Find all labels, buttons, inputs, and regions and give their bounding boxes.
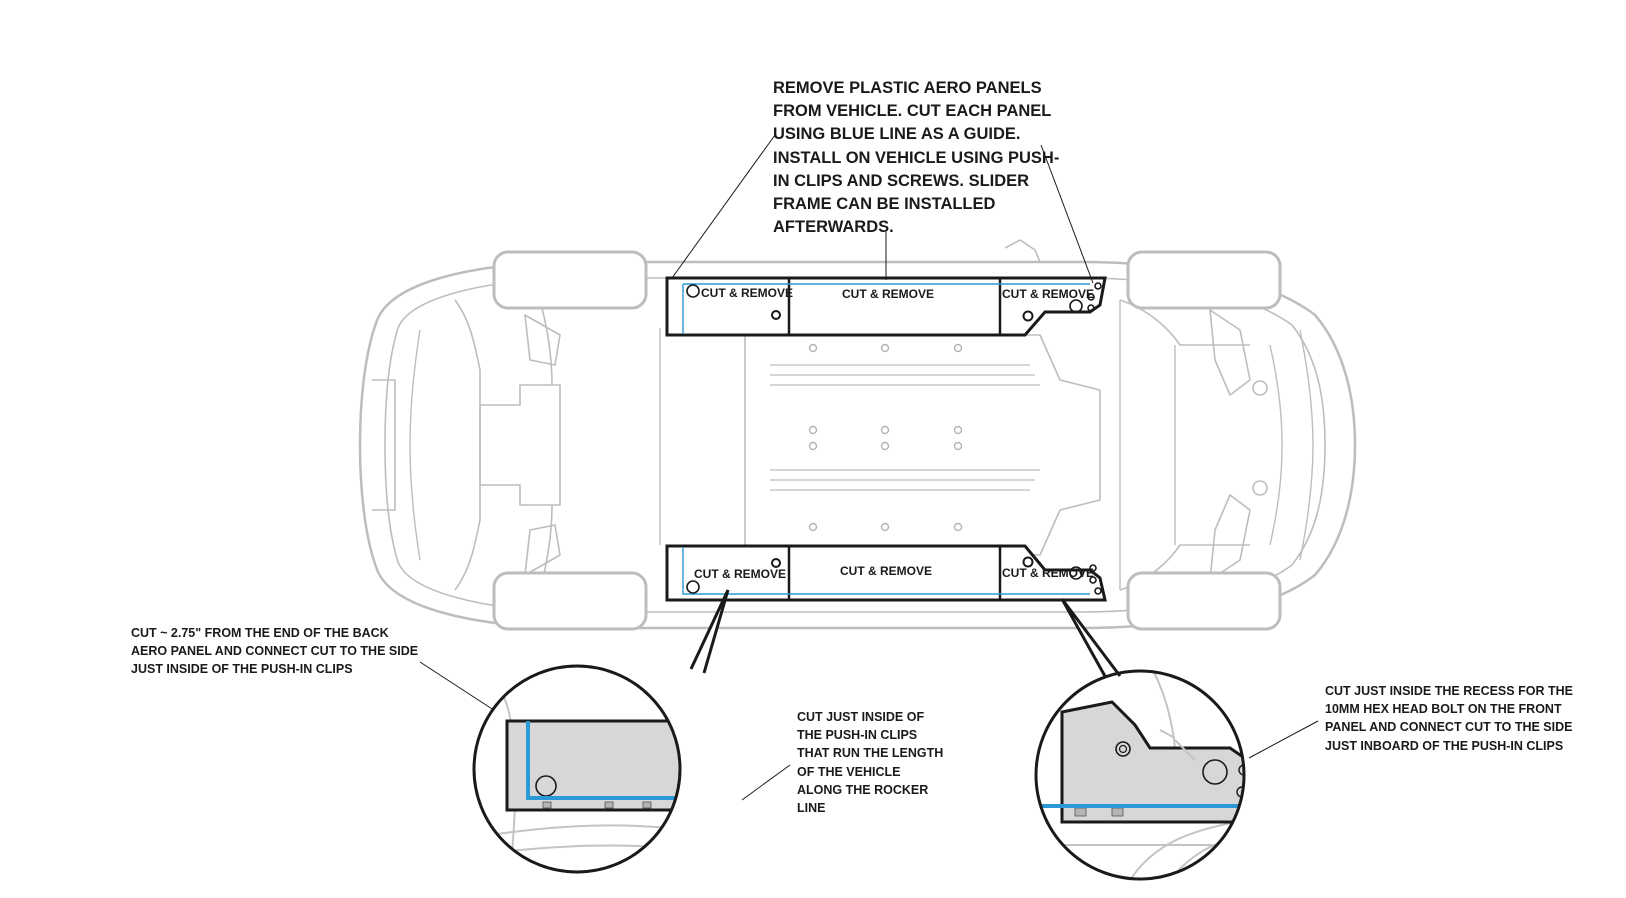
tire-front-bottom xyxy=(1126,571,1282,631)
skid-plate-bolts xyxy=(808,343,963,532)
callout-line: ALONG THE ROCKER xyxy=(797,782,929,797)
aero-panels-bottom: CUT & REMOVE CUT & REMOVE CUT & REMOVE xyxy=(665,544,1107,602)
instruction-line: IN CLIPS AND SCREWS. SLIDER xyxy=(773,171,1030,190)
panel-label-bottom-rear: CUT & REMOVE xyxy=(694,567,786,581)
panel-label-top-mid: CUT & REMOVE xyxy=(842,287,934,301)
callout-line: OF THE VEHICLE xyxy=(797,764,901,779)
panel-label-bottom-front: CUT & REMOVE xyxy=(1002,566,1094,580)
cut-line-top xyxy=(682,283,1090,334)
callout-line: LINE xyxy=(797,801,826,816)
rear-cut-line xyxy=(526,721,680,800)
callout-line: JUST INBOARD OF THE PUSH-IN CLIPS xyxy=(1325,738,1564,753)
callout-line: THAT RUN THE LENGTH xyxy=(797,746,944,761)
tires xyxy=(492,250,1282,631)
callout-line: CUT JUST INSIDE THE RECESS FOR THE xyxy=(1325,684,1573,698)
instruction-line: USING BLUE LINE AS A GUIDE. xyxy=(773,125,1021,144)
callout-line: 10MM HEX HEAD BOLT ON THE FRONT xyxy=(1325,702,1562,717)
detail-front xyxy=(1034,598,1246,881)
callout-line: THE PUSH-IN CLIPS xyxy=(797,728,918,743)
callout-line: PANEL AND CONNECT CUT TO THE SIDE xyxy=(1325,720,1573,735)
tire-front-top xyxy=(1126,250,1282,310)
main-instruction: REMOVE PLASTIC AERO PANELS FROM VEHICLE.… xyxy=(773,77,1059,239)
instruction-line: AFTERWARDS. xyxy=(773,218,894,237)
instruction-line: FROM VEHICLE. CUT EACH PANEL xyxy=(773,102,1052,121)
tire-rear-bottom xyxy=(492,571,648,631)
panel-label-top-rear: CUT & REMOVE xyxy=(701,286,793,300)
callout-line: JUST INSIDE OF THE PUSH-IN CLIPS xyxy=(131,662,353,676)
panel-top-outline xyxy=(665,276,1107,337)
instruction-line: INSTALL ON VEHICLE USING PUSH- xyxy=(773,148,1060,167)
detail-rear xyxy=(472,589,730,874)
callout-front-panel: CUT JUST INSIDE THE RECESS FOR THE 10MM … xyxy=(1325,682,1573,755)
callout-rocker: CUT JUST INSIDE OF THE PUSH-IN CLIPS THA… xyxy=(797,708,943,817)
front-cut-line xyxy=(1040,759,1244,808)
callout-line: CUT ~ 2.75" FROM THE END OF THE BACK xyxy=(131,626,389,640)
leader-lines xyxy=(419,134,1319,801)
panel-label-top-front: CUT & REMOVE xyxy=(1002,287,1094,301)
instruction-line: REMOVE PLASTIC AERO PANELS xyxy=(773,79,1042,97)
magnifier-front-pointer xyxy=(1060,598,1122,679)
rear-panel-closeup xyxy=(505,719,680,812)
cut-line-bottom xyxy=(682,547,1090,595)
instruction-line: FRAME CAN BE INSTALLED xyxy=(773,195,996,214)
magnifier-rear-pointer xyxy=(689,589,730,674)
callout-line: CUT JUST INSIDE OF xyxy=(797,710,925,724)
panel-label-bottom-mid: CUT & REMOVE xyxy=(840,564,932,578)
tire-rear-top xyxy=(492,250,648,310)
front-panel-closeup xyxy=(1060,700,1244,824)
aero-panels-top: CUT & REMOVE CUT & REMOVE CUT & REMOVE xyxy=(665,276,1107,337)
callout-back-panel: CUT ~ 2.75" FROM THE END OF THE BACK AER… xyxy=(131,624,418,678)
callout-line: AERO PANEL AND CONNECT CUT TO THE SIDE xyxy=(131,644,419,658)
